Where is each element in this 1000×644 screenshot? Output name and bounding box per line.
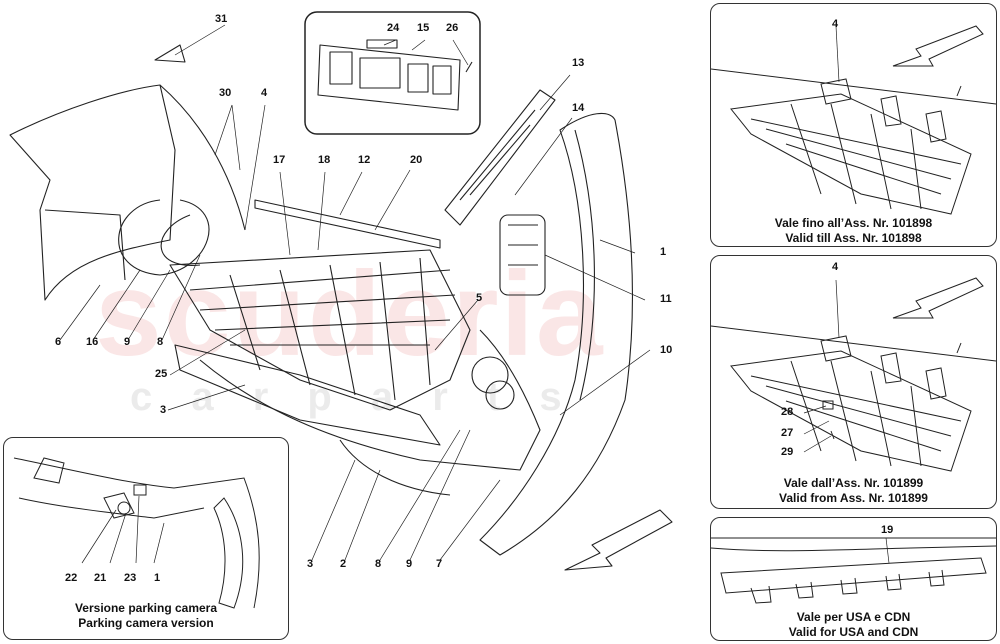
inset-usa-cdn: 19 Vale per USA e CDN Valid for USA and … bbox=[710, 517, 997, 641]
upper-bar-part bbox=[254, 199, 441, 249]
callout-31: 31 bbox=[215, 13, 228, 25]
arrow-icon bbox=[892, 277, 984, 319]
callout-25: 25 bbox=[155, 368, 168, 380]
callout-3: 3 bbox=[160, 404, 167, 416]
callout-9: 9 bbox=[124, 336, 131, 348]
callout-24: 24 bbox=[387, 22, 400, 34]
callout-29: 29 bbox=[781, 446, 794, 458]
usa-cdn-drawing bbox=[711, 537, 997, 604]
callout-19: 19 bbox=[881, 524, 894, 536]
undertray-part bbox=[169, 249, 471, 411]
callout-5: 5 bbox=[476, 292, 483, 304]
callout-20: 20 bbox=[410, 154, 423, 166]
left-fender-part bbox=[9, 84, 176, 301]
duct-part bbox=[499, 214, 546, 296]
callout-4-till: 4 bbox=[832, 18, 839, 30]
callout-7: 7 bbox=[436, 558, 443, 570]
parking-camera-drawing bbox=[13, 457, 260, 609]
callout-3-lower: 3 bbox=[307, 558, 314, 570]
corner-piece-part bbox=[154, 44, 186, 63]
valid-till-drawing bbox=[711, 25, 997, 215]
bracket-part bbox=[444, 89, 556, 226]
callout-13: 13 bbox=[572, 57, 585, 69]
grille-plate-part bbox=[317, 44, 461, 111]
callout-22: 22 bbox=[65, 572, 78, 584]
callout-18: 18 bbox=[318, 154, 331, 166]
callout-17: 17 bbox=[273, 154, 286, 166]
arrow-icon bbox=[892, 25, 984, 67]
till-caption-en: Valid till Ass. Nr. 101898 bbox=[785, 231, 922, 245]
fog-light-part bbox=[471, 356, 509, 394]
callout-26: 26 bbox=[446, 22, 459, 34]
callout-2: 2 bbox=[340, 558, 347, 570]
bumper-shell-part bbox=[199, 329, 541, 471]
callout-8: 8 bbox=[157, 336, 164, 348]
from-caption-en: Valid from Ass. Nr. 101899 bbox=[779, 491, 928, 505]
right-bumper-part bbox=[479, 112, 633, 556]
usa-caption-it: Vale per USA e CDN bbox=[796, 610, 911, 624]
callout-4-from: 4 bbox=[832, 261, 839, 273]
callout-10: 10 bbox=[660, 344, 673, 356]
callout-27: 27 bbox=[781, 427, 794, 439]
callout-12: 12 bbox=[358, 154, 371, 166]
lower-flap-part bbox=[174, 344, 441, 446]
callout-23: 23 bbox=[124, 572, 137, 584]
callout-8-lower: 8 bbox=[375, 558, 382, 570]
callout-30: 30 bbox=[219, 87, 232, 99]
callout-14: 14 bbox=[572, 102, 585, 114]
callout-21: 21 bbox=[94, 572, 107, 584]
arrow-icon bbox=[564, 509, 673, 571]
callout-4: 4 bbox=[261, 87, 268, 99]
callout-1-inset: 1 bbox=[154, 572, 161, 584]
from-caption-it: Vale dall’Ass. Nr. 101899 bbox=[783, 476, 924, 490]
inset-valid-till: 4 Vale fino all’Ass. Nr. 101898 Valid ti… bbox=[710, 3, 997, 247]
callout-16: 16 bbox=[86, 336, 99, 348]
till-caption-it: Vale fino all’Ass. Nr. 101898 bbox=[774, 216, 933, 230]
callout-11: 11 bbox=[660, 293, 672, 305]
parking-caption-it: Versione parking camera bbox=[74, 601, 218, 615]
inset-valid-from: 4 28 27 29 Vale dall’Ass. Nr. 101899 Val… bbox=[710, 255, 997, 509]
callout-6: 6 bbox=[55, 336, 62, 348]
wire-harness-part bbox=[118, 199, 210, 276]
callout-15: 15 bbox=[417, 22, 430, 34]
valid-from-drawing bbox=[711, 277, 997, 472]
usa-caption-en: Valid for USA and CDN bbox=[788, 625, 919, 639]
parking-caption-en: Parking camera version bbox=[78, 616, 214, 630]
inset-parking-camera: 22 21 23 1 Versione parking camera Parki… bbox=[3, 437, 289, 640]
callout-28: 28 bbox=[781, 406, 794, 418]
callout-9-lower: 9 bbox=[406, 558, 413, 570]
callout-1: 1 bbox=[660, 246, 667, 258]
